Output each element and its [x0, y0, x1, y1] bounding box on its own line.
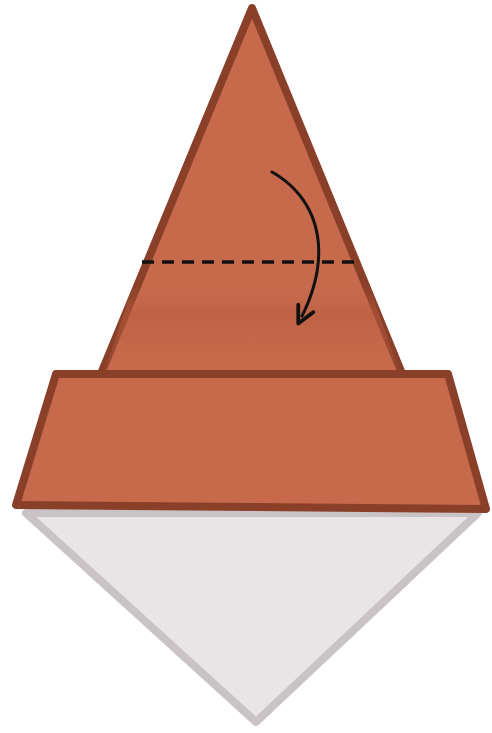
paper-back-triangle	[26, 513, 478, 722]
paper-folded-band	[16, 374, 486, 509]
paper-shaded-area	[105, 286, 399, 370]
